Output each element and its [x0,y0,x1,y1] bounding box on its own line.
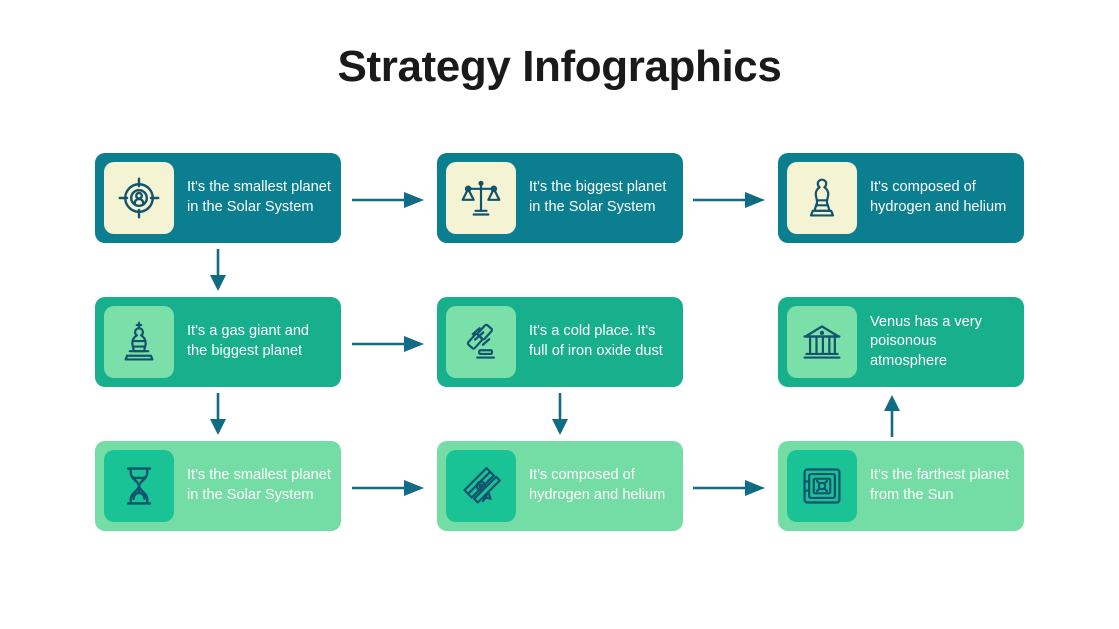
arrow-r1c2-to-r1c3 [693,190,767,210]
arrow-r3c2-to-r3c3 [693,478,767,498]
arrow-r1c1-to-r2c1 [208,249,228,293]
card-r2c1[interactable]: It's a gas giant and the biggest planet [95,297,341,387]
card-text: It's a gas giant and the biggest planet [187,323,310,359]
arrow-r3c3-to-r2c3 [882,393,902,437]
hourglass-icon [104,450,174,522]
card-text: Venus has a very poisonous atmosphere [870,313,982,369]
arrow-r2c1-to-r2c2 [352,334,426,354]
card-r1c1[interactable]: It's the smallest planet in the Solar Sy… [95,153,341,243]
page-title: Strategy Infographics [337,42,782,91]
arrow-r1c1-to-r1c2 [352,190,426,210]
card-text: It's the biggest planet in the Solar Sys… [529,179,667,215]
card-text: It's the smallest planet in the Solar Sy… [187,179,331,215]
chess-king-icon [104,306,174,378]
balance-scales-icon [446,162,516,234]
diploma-ribbon-icon [446,450,516,522]
card-r1c3[interactable]: It's composed of hydrogen and helium [778,153,1024,243]
card-text: It's a cold place. It's full of iron oxi… [529,323,663,359]
safe-vault-icon [787,450,857,522]
arrow-r2c2-to-r3c2 [550,393,570,437]
card-r3c2[interactable]: It's composed of hydrogen and helium [437,441,683,531]
card-r2c3[interactable]: Venus has a very poisonous atmosphere [778,297,1024,387]
card-text: It's the farthest planet from the Sun [870,467,1010,503]
chess-rook-icon [787,162,857,234]
arrow-r2c1-to-r3c1 [208,393,228,437]
card-r3c1[interactable]: It's the smallest planet in the Solar Sy… [95,441,341,531]
bank-building-icon [787,306,857,378]
card-text: It's composed of hydrogen and helium [529,467,666,503]
target-person-icon [104,162,174,234]
card-text: It's composed of hydrogen and helium [870,179,1007,215]
card-r2c2[interactable]: It's a cold place. It's full of iron oxi… [437,297,683,387]
card-r3c3[interactable]: It's the farthest planet from the Sun [778,441,1024,531]
arrow-r3c1-to-r3c2 [352,478,426,498]
card-text: It's the smallest planet in the Solar Sy… [187,467,331,503]
gavel-icon [446,306,516,378]
card-r1c2[interactable]: It's the biggest planet in the Solar Sys… [437,153,683,243]
